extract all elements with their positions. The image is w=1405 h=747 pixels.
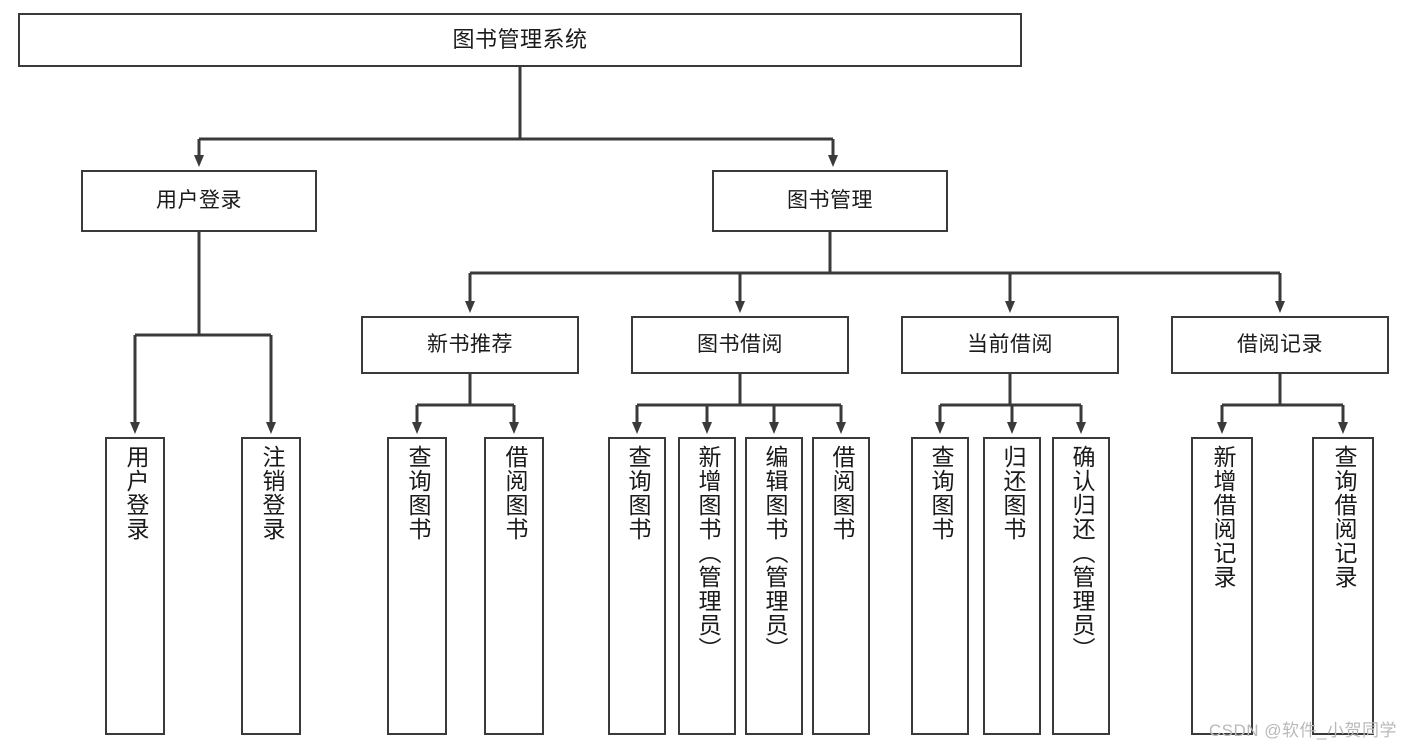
leaf-query-book-borrow-label: 查询图书 [624, 445, 651, 541]
node-user-login-label: 用户登录 [156, 189, 242, 213]
leaf-add-borrow-record-label: 新增借阅记录 [1209, 445, 1236, 589]
node-root-label: 图书管理系统 [452, 26, 588, 52]
leaf-borrow-book-recommend-label: 借阅图书 [501, 445, 528, 541]
leaf-query-book-borrow[interactable]: 查询图书 [608, 437, 666, 735]
node-book-management[interactable]: 图书管理 [712, 170, 948, 232]
leaf-user-logout[interactable]: 注销登录 [241, 437, 301, 735]
leaf-user-login[interactable]: 用户登录 [105, 437, 165, 735]
leaf-return-book[interactable]: 归还图书 [983, 437, 1041, 735]
watermark-text: CSDN @软件_小贺同学 [1208, 721, 1397, 740]
leaf-query-book-current-label: 查询图书 [927, 445, 954, 541]
node-new-book-recommend-label: 新书推荐 [427, 333, 513, 357]
node-borrow-record-label: 借阅记录 [1237, 333, 1323, 357]
leaf-edit-book-admin-label: 编辑图书（管理员） [761, 445, 788, 661]
leaf-confirm-return-admin[interactable]: 确认归还（管理员） [1052, 437, 1110, 735]
leaf-confirm-return-admin-label: 确认归还（管理员） [1068, 445, 1095, 661]
leaf-add-book-admin[interactable]: 新增图书（管理员） [678, 437, 736, 735]
leaf-edit-book-admin[interactable]: 编辑图书（管理员） [745, 437, 803, 735]
leaf-query-book-recommend[interactable]: 查询图书 [387, 437, 447, 735]
node-book-borrow-label: 图书借阅 [697, 333, 783, 357]
node-current-borrow[interactable]: 当前借阅 [901, 316, 1119, 374]
node-new-book-recommend[interactable]: 新书推荐 [361, 316, 579, 374]
leaf-borrow-book-label: 借阅图书 [828, 445, 855, 541]
leaf-add-book-admin-label: 新增图书（管理员） [694, 445, 721, 661]
node-book-management-label: 图书管理 [787, 189, 873, 213]
leaf-user-login-label: 用户登录 [122, 445, 149, 541]
node-current-borrow-label: 当前借阅 [967, 333, 1053, 357]
node-book-borrow[interactable]: 图书借阅 [631, 316, 849, 374]
leaf-query-book-recommend-label: 查询图书 [404, 445, 431, 541]
node-user-login[interactable]: 用户登录 [81, 170, 317, 232]
node-root[interactable]: 图书管理系统 [18, 13, 1022, 67]
leaf-add-borrow-record[interactable]: 新增借阅记录 [1191, 437, 1253, 735]
leaf-borrow-book-recommend[interactable]: 借阅图书 [484, 437, 544, 735]
leaf-user-logout-label: 注销登录 [258, 445, 285, 541]
leaf-borrow-book[interactable]: 借阅图书 [812, 437, 870, 735]
leaf-query-book-current[interactable]: 查询图书 [911, 437, 969, 735]
leaf-query-borrow-record[interactable]: 查询借阅记录 [1312, 437, 1374, 735]
node-borrow-record[interactable]: 借阅记录 [1171, 316, 1389, 374]
leaf-query-borrow-record-label: 查询借阅记录 [1330, 445, 1357, 589]
leaf-return-book-label: 归还图书 [999, 445, 1026, 541]
